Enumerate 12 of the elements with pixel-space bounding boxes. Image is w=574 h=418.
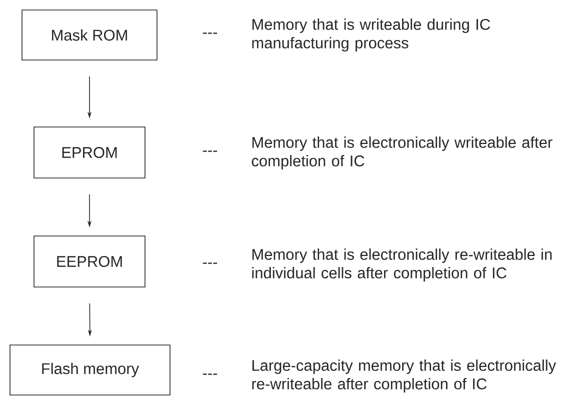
description-text: Memory that is electronically writeable after completion of IC — [252, 136, 552, 170]
dash-separator: --- — [202, 32, 218, 34]
dash-separator: --- — [202, 150, 218, 152]
memory-box: Mask ROM — [22, 10, 158, 60]
description-text: Large-capacity memory that is electronically re-writeable after completion of IC — [252, 360, 556, 392]
description-text: Memory that is writeable during IC manufacturing process — [252, 18, 490, 52]
memory-box: Flash memory — [10, 344, 170, 396]
dash-separator: --- — [202, 262, 218, 264]
description-text: Memory that is electronically re-writeable in individual cells after completion of IC — [252, 248, 552, 282]
memory-box: EEPROM — [34, 236, 146, 288]
memory-box: EPROM — [34, 126, 146, 178]
dash-separator: --- — [202, 374, 218, 375]
